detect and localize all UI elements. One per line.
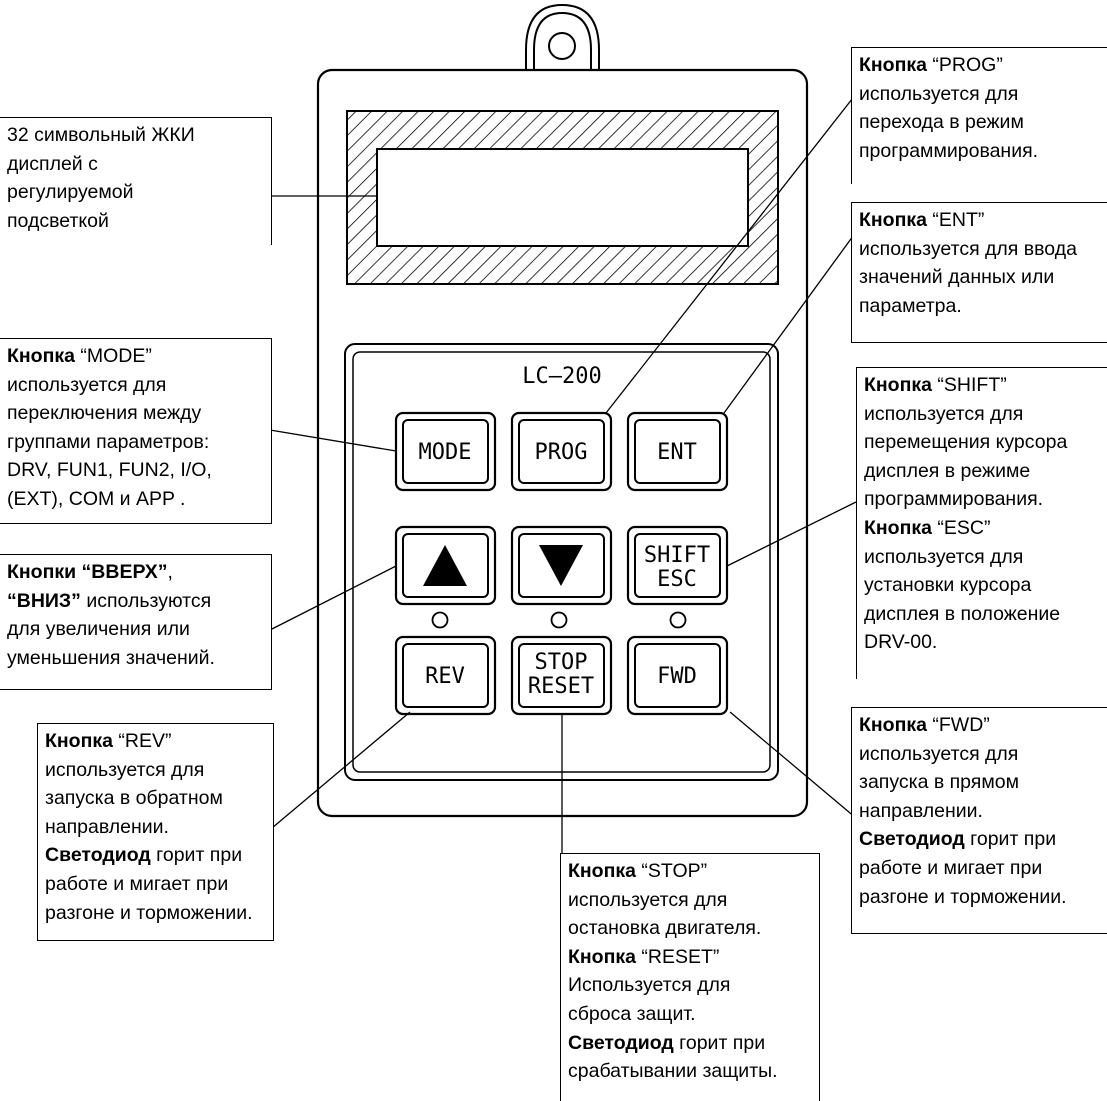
fwd-key-label: FWD [657, 664, 697, 689]
reset-callout-heading: Кнопка “RESET” [568, 945, 720, 968]
prog-callout-line: перехода в режим [859, 111, 1024, 134]
fwd-key[interactable]: FWD [626, 635, 729, 716]
stop-key-label: STOP [535, 650, 588, 675]
esc-callout-line: установки курсора [864, 574, 1032, 597]
mode-callout-heading: Кнопка “MODE” [7, 345, 152, 367]
stop-callout-line: срабатывании защиты. [568, 1060, 778, 1083]
shift-callout-line: перемещения курсора [864, 431, 1068, 454]
esc-callout-heading: Кнопка “ESC” [864, 516, 991, 539]
fwd-callout-line: используется для [859, 742, 1019, 765]
model-label: LC—200 [522, 364, 601, 389]
lcd-callout-line: регулируемой [7, 181, 134, 204]
leader-fwd [729, 711, 857, 819]
rev-callout-line: работе и мигает при [45, 872, 229, 895]
hanging-tab [525, 3, 600, 70]
mode-callout-line: (EXT), COM и APP . [7, 487, 186, 510]
rev-callout-heading: Кнопка “REV” [45, 730, 172, 752]
ent-key-label: ENT [657, 440, 697, 465]
fwd-callout-line: направлении. [859, 799, 983, 822]
fwd-callout-led: Светодиод горит при [859, 828, 1057, 851]
rev-callout-line: запуска в обратном [45, 787, 223, 810]
leader-updown [269, 565, 397, 631]
lcd-callout-line: подсветкой [7, 209, 109, 232]
ent-callout-line: значений данных или [859, 266, 1055, 289]
rev-led [431, 611, 449, 629]
esc-callout-line: DRV-00. [864, 631, 938, 654]
leader-lines [269, 93, 857, 853]
leader-shift [726, 501, 857, 567]
shift-callout-line: дисплея в режиме [864, 459, 1031, 482]
fwd-callout-line: работе и мигает при [859, 856, 1043, 879]
leader-mode [269, 429, 397, 452]
leader-ent [723, 231, 857, 414]
reset-callout-line: Используется для [568, 974, 731, 997]
fwd-callout-heading: Кнопка “FWD” [859, 714, 990, 736]
prog-key[interactable]: PROG [510, 411, 613, 492]
ent-callout-line: используется для ввода [859, 237, 1077, 260]
shift-key-label: SHIFT [644, 543, 710, 568]
stop-callout-line: остановка двигателя. [568, 917, 762, 940]
leader-prog [605, 93, 857, 414]
esc-callout-line: используется для [864, 545, 1024, 568]
arrow-up-icon [423, 545, 467, 586]
updown-callout-box: Кнопки “ВВЕРХ”, “ВНИЗ” используются для … [0, 554, 272, 690]
mode-key[interactable]: MODE [394, 411, 497, 492]
prog-key-label: PROG [535, 440, 588, 465]
rev-key-label: REV [425, 664, 465, 689]
esc-key-label: ESC [657, 567, 697, 592]
stop-callout-led: Светодиод горит при [568, 1031, 766, 1054]
prog-callout-box: Кнопка “PROG” используется для перехода … [851, 47, 1107, 184]
down-key[interactable] [510, 525, 613, 606]
shift-esc-key[interactable]: SHIFT ESC [626, 525, 729, 606]
rev-callout-line: направлении. [45, 815, 169, 838]
shift-callout-line: программирования. [864, 488, 1044, 511]
stop-callout-line: используется для [568, 888, 728, 911]
shift-callout-line: используется для [864, 402, 1024, 425]
lcd-callout-line: 32 символьный ЖКИ [7, 124, 195, 146]
ent-key[interactable]: ENT [626, 411, 729, 492]
rev-key[interactable]: REV [394, 635, 497, 716]
rev-callout-line: используется для [45, 758, 205, 781]
fwd-led [669, 611, 687, 629]
ent-callout-box: Кнопка “ENT” используется для ввода знач… [851, 202, 1107, 343]
updown-callout-heading: Кнопки “ВВЕРХ”, [7, 561, 173, 583]
lcd-callout-box: 32 символьный ЖКИ дисплей с регулируемой… [0, 117, 272, 245]
reset-key-label: RESET [528, 674, 594, 699]
lcd-display [346, 110, 779, 285]
prog-callout-heading: Кнопка “PROG” [859, 54, 1003, 76]
rev-callout-led: Светодиод горит при [45, 844, 243, 867]
shift-esc-callout-box: Кнопка “SHIFT” используется для перемеще… [856, 367, 1107, 679]
updown-callout-line: “ВНИЗ” используются [7, 589, 212, 612]
ent-callout-line: параметра. [859, 294, 962, 317]
shift-callout-heading: Кнопка “SHIFT” [864, 374, 1007, 396]
leader-rev [271, 711, 411, 829]
stop-callout-heading: Кнопка “STOP” [568, 860, 708, 882]
fwd-callout-box: Кнопка “FWD” используется для запуска в … [851, 707, 1107, 934]
stop-reset-callout-box: Кнопка “STOP” используется для остановка… [560, 853, 820, 1101]
ent-callout-heading: Кнопка “ENT” [859, 209, 985, 231]
reset-callout-line: сброса защит. [568, 1002, 696, 1025]
stop-reset-key[interactable]: STOP RESET [510, 635, 613, 716]
esc-callout-line: дисплея в положение [864, 602, 1061, 625]
rev-callout-box: Кнопка “REV” используется для запуска в … [37, 723, 274, 941]
fwd-callout-line: запуска в прямом [859, 771, 1020, 794]
arrow-down-icon [539, 545, 583, 586]
mode-callout-line: группами параметров: [7, 430, 210, 453]
updown-callout-line: для увеличения или [7, 618, 190, 641]
mode-callout-line: переключения между [7, 402, 202, 425]
prog-callout-line: используется для [859, 82, 1019, 105]
prog-callout-line: программирования. [859, 139, 1039, 162]
mode-callout-line: используется для [7, 373, 167, 396]
mode-callout-box: Кнопка “MODE” используется для переключе… [0, 338, 272, 524]
mode-callout-line: DRV, FUN1, FUN2, I/O, [7, 459, 212, 482]
stop-led [550, 611, 568, 629]
fwd-callout-line: разгоне и торможении. [859, 885, 1067, 908]
up-key[interactable] [394, 525, 497, 606]
rev-callout-line: разгоне и торможении. [45, 901, 253, 924]
lcd-callout-line: дисплей с [7, 152, 98, 175]
updown-callout-line: уменьшения значений. [7, 646, 215, 669]
mode-key-label: MODE [419, 440, 472, 465]
